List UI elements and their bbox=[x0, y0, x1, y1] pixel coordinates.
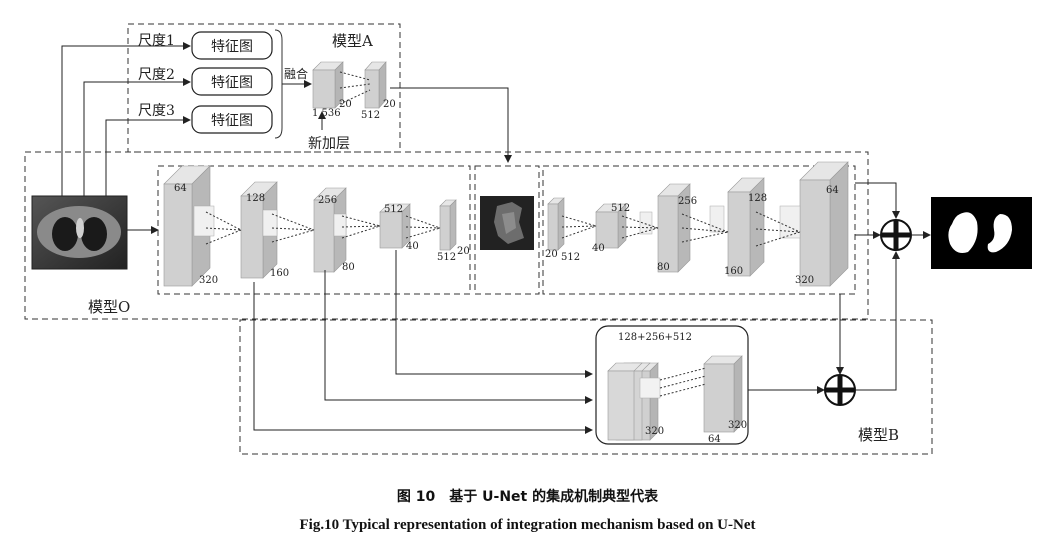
model-o-title: 模型O bbox=[88, 298, 130, 316]
dec-dim-10: 320 bbox=[795, 275, 814, 286]
encoder-block-2 bbox=[240, 181, 278, 279]
model-a-dim-2: 20 bbox=[339, 99, 352, 110]
encoder-block-4 bbox=[379, 203, 411, 249]
model-b-dim-2: 64 bbox=[708, 434, 721, 445]
model-b-title: 模型B bbox=[858, 426, 899, 444]
dec-dim-4: 40 bbox=[592, 243, 605, 254]
scale-label-2: 尺度2 bbox=[138, 67, 175, 83]
enc-dim-4: 160 bbox=[270, 268, 289, 279]
scale-1-line bbox=[61, 42, 191, 196]
decoder-block-1 bbox=[547, 197, 565, 251]
model-a-block-1 bbox=[312, 69, 336, 109]
skip-line-512 bbox=[395, 250, 593, 378]
enc-dim-10: 20 bbox=[457, 246, 470, 257]
model-b-dim-3: 320 bbox=[728, 420, 747, 431]
model-a-block-2 bbox=[364, 69, 380, 109]
merge-b-to-main-line bbox=[855, 251, 900, 391]
enc-dim-2: 320 bbox=[199, 275, 218, 286]
scale-label-1: 尺度1 bbox=[138, 33, 175, 49]
output-mask-image bbox=[931, 197, 1032, 269]
dec-dim-5: 256 bbox=[678, 196, 697, 207]
feature-map-box-2 bbox=[191, 67, 273, 96]
model-a-dim-1: 1 536 bbox=[312, 108, 341, 119]
model-b-dim-1: 320 bbox=[645, 426, 664, 437]
dec-dim-7: 128 bbox=[748, 193, 767, 204]
model-a-output-line bbox=[390, 87, 512, 163]
scale-3-line bbox=[105, 116, 191, 196]
encoder-block-1 bbox=[163, 165, 215, 287]
enc-dim-6: 80 bbox=[342, 262, 355, 273]
feature-map-label-3: 特征图 bbox=[211, 113, 253, 129]
decoder-block-5 bbox=[779, 161, 849, 287]
caption-en: Fig.10 Typical representation of integra… bbox=[299, 517, 756, 533]
model-a-title: 模型A bbox=[332, 32, 373, 50]
feature-map-box-3 bbox=[191, 105, 273, 134]
dec-dim-9: 64 bbox=[826, 185, 839, 196]
encoder-block-5 bbox=[439, 199, 457, 251]
dec-dim-8: 160 bbox=[724, 266, 743, 277]
skip-line-256 bbox=[324, 270, 593, 404]
feature-map-label-2: 特征图 bbox=[211, 75, 253, 91]
decoder-block-2 bbox=[595, 203, 627, 249]
scale-2-line bbox=[83, 78, 191, 196]
enc-dim-3: 128 bbox=[246, 193, 265, 204]
caption-zh: 图 10 基于 U-Net 的集成机制典型代表 bbox=[396, 489, 659, 505]
model-o-box bbox=[24, 151, 869, 320]
enc-dim-7: 512 bbox=[384, 204, 403, 215]
dec-dim-1: 20 bbox=[545, 249, 558, 260]
enc-dim-8: 40 bbox=[406, 241, 419, 252]
model-o-to-merge-line bbox=[855, 182, 900, 219]
model-b-inner-box bbox=[595, 325, 749, 445]
skip-line-128 bbox=[253, 282, 593, 434]
merge-node-b bbox=[824, 374, 856, 406]
enc-dim-9: 512 bbox=[437, 252, 456, 263]
encoder-box bbox=[157, 165, 471, 295]
model-a-dim-4: 20 bbox=[383, 99, 396, 110]
merge-node-main bbox=[880, 219, 912, 251]
dec-dim-3: 512 bbox=[611, 203, 630, 214]
enc-dim-1: 64 bbox=[174, 183, 187, 194]
decoder-block-4 bbox=[709, 177, 765, 277]
model-b-box bbox=[239, 319, 933, 455]
decoder-block-3 bbox=[639, 183, 691, 273]
scale-brace bbox=[274, 29, 283, 139]
scale-label-3: 尺度3 bbox=[138, 103, 175, 119]
dec-dim-6: 80 bbox=[657, 262, 670, 273]
encoder-block-3 bbox=[313, 187, 347, 273]
concat-label: 128+256+512 bbox=[618, 332, 692, 343]
fusion-label: 融合 bbox=[284, 66, 308, 81]
decoder-box bbox=[542, 165, 856, 295]
feature-map-box-1 bbox=[191, 31, 273, 60]
enc-dim-5: 256 bbox=[318, 195, 337, 206]
new-layer-label: 新加层 bbox=[308, 136, 350, 152]
feature-map-label-1: 特征图 bbox=[211, 39, 253, 55]
concat-block bbox=[607, 362, 661, 441]
model-a-dim-3: 512 bbox=[361, 110, 380, 121]
dec-dim-2: 512 bbox=[561, 252, 580, 263]
model-b-output-block bbox=[703, 355, 743, 433]
bottleneck-box bbox=[474, 165, 540, 295]
